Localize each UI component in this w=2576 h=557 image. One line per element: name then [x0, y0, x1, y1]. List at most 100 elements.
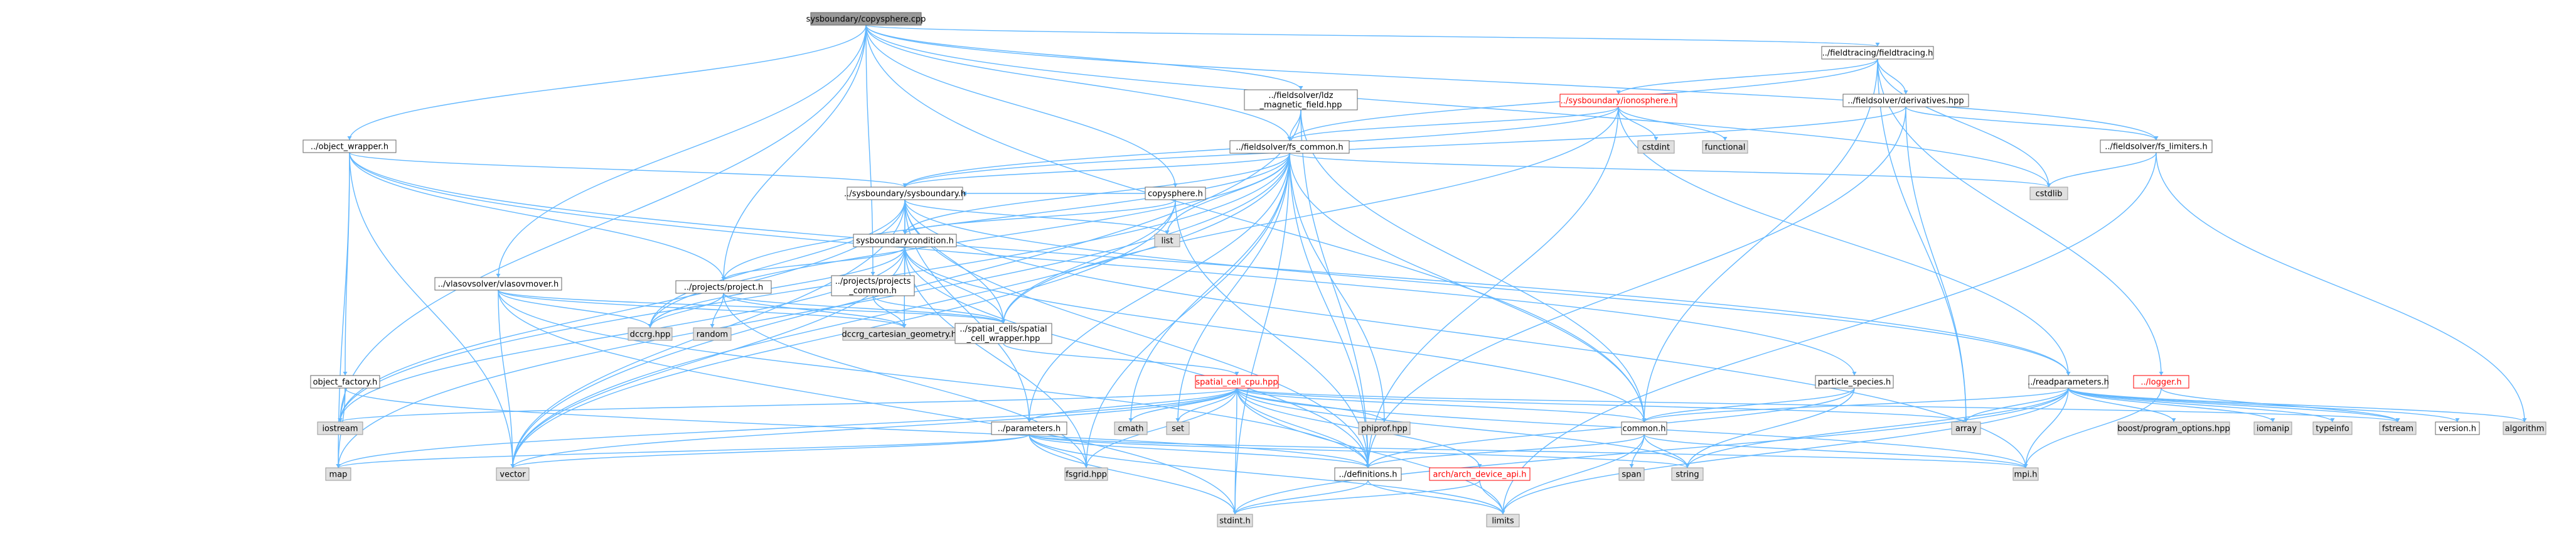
node-label: fsgrid.hpp — [1066, 470, 1107, 480]
edge-parameters-to-vector — [512, 434, 1030, 468]
node-box — [1114, 421, 1148, 435]
node-version[interactable]: version.h — [2435, 421, 2480, 435]
edge-common-to-limits — [1502, 434, 1645, 515]
node-dccrg_cart: dccrg_cartesian_geometry.hpp — [842, 327, 967, 341]
node-label: copysphere.h — [1148, 190, 1203, 199]
arrowhead-object_wrapper-to-particle_species — [1852, 372, 1857, 376]
node-common[interactable]: common.h — [1621, 421, 1667, 435]
node-label: random — [697, 330, 728, 340]
node-box — [1821, 46, 1934, 60]
node-label: stdint.h — [1219, 517, 1250, 526]
node-label: cmath — [1118, 425, 1143, 434]
node-box — [1702, 140, 1748, 154]
edge-derivatives-to-fs_limiters — [1905, 106, 2157, 141]
node-label: _common.h — [848, 286, 897, 296]
arrowhead-arch_device-to-stdint — [1232, 511, 1237, 514]
node-sysboundary[interactable]: ../sysboundary/sysboundary.h — [844, 187, 966, 200]
edge-spatial_cell_cpu-to-array — [1236, 387, 1967, 423]
edge-sysboundarycondition-to-dccrg — [649, 246, 906, 328]
node-label: vector — [500, 470, 526, 480]
edge-fieldtracing-to-array — [1877, 58, 1967, 423]
edge-spatial_cell_cpu-to-stdint — [1234, 387, 1237, 515]
arrowhead-fieldtracing-to-logger — [2159, 372, 2164, 376]
edge-ldz-to-definitions — [1300, 109, 1369, 468]
node-fs_common[interactable]: ../fieldsolver/fs_common.h — [1229, 140, 1350, 154]
node-projects_common[interactable]: ../projects/projects_common.h — [831, 275, 915, 296]
node-sysboundarycondition[interactable]: sysboundarycondition.h — [853, 234, 957, 247]
edge-root-to-ldz — [865, 24, 1301, 90]
node-box — [317, 421, 363, 435]
node-box — [2435, 421, 2480, 435]
node-label: typeinfo — [2316, 425, 2349, 434]
arrowhead-ionosphere-to-functional — [1723, 137, 1728, 141]
arrowhead-root-to-vlasovmover — [496, 274, 501, 278]
edge-object_wrapper-to-readparameters — [349, 152, 2069, 376]
node-box — [1842, 94, 1969, 107]
edge-common-to-string — [1643, 434, 1688, 468]
edge-fs_limiters-to-algorithm — [2156, 152, 2525, 423]
node-fieldtracing[interactable]: ../fieldtracing/fieldtracing.h — [1821, 46, 1934, 60]
edge-root-to-iostream — [339, 24, 867, 423]
edge-vlasovmover-to-vector — [498, 289, 513, 468]
node-box — [1244, 89, 1358, 111]
edge-sysboundary-to-definitions — [904, 199, 1369, 468]
node-object_wrapper[interactable]: ../object_wrapper.h — [302, 139, 397, 153]
node-project[interactable]: ../projects/project.h — [675, 280, 772, 294]
node-algorithm: algorithm — [2503, 421, 2547, 435]
edge-common-to-definitions — [1367, 434, 1645, 468]
node-box — [1334, 467, 1402, 481]
arrowhead-parameters-to-fsgrid — [1084, 464, 1089, 468]
edge-fs_common-to-common — [1289, 153, 1645, 423]
node-ldz[interactable]: ../fieldsolver/ldz_magnetic_field.hpp — [1244, 89, 1358, 111]
arrowhead-spatial_wrapper-to-spatial_cell_cpu — [1234, 372, 1239, 376]
edge-ionosphere-to-functional — [1618, 106, 1726, 141]
node-box — [1559, 94, 1677, 107]
edge-root-to-fs_limiters — [865, 24, 2157, 141]
node-label: _magnetic_field.hpp — [1259, 100, 1342, 110]
edge-ionosphere-to-readparameters — [1618, 106, 2069, 376]
edge-spatial_cell_cpu-to-fstream — [1236, 387, 2398, 423]
edge-project-to-random — [712, 293, 724, 328]
edge-spatial_cell_cpu-to-cmath — [1130, 387, 1237, 423]
edge-sysboundarycondition-to-fsgrid — [904, 246, 1087, 468]
edge-readparameters-to-limits — [1502, 387, 2069, 515]
arrowhead-arch_device-to-limits — [1500, 511, 1505, 514]
node-fstream: fstream — [2379, 421, 2417, 435]
node-box — [1145, 187, 1206, 200]
node-box — [847, 187, 963, 200]
node-derivatives[interactable]: ../fieldsolver/derivatives.hpp — [1842, 94, 1969, 107]
edge-fs_common-to-definitions — [1289, 153, 1369, 468]
node-box — [831, 275, 915, 296]
node-spatial_wrapper[interactable]: ../spatial_cells/spatial_cell_wrapper.hp… — [954, 323, 1052, 344]
node-label: set — [1172, 425, 1184, 434]
node-particle_species[interactable]: particle_species.h — [1815, 375, 1894, 389]
edge-root-to-project — [723, 24, 867, 281]
arrowhead-parameters-to-map — [336, 464, 341, 468]
arrowhead-fs_limiters-to-cstdlib — [2046, 183, 2051, 187]
arrowhead-derivatives-to-fs_limiters — [2154, 136, 2159, 140]
node-readparameters[interactable]: ../readparameters.h — [2028, 375, 2109, 389]
node-box — [1217, 514, 1253, 527]
node-fs_limiters[interactable]: ../fieldsolver/fs_limiters.h — [2100, 139, 2213, 153]
node-root[interactable]: sysboundary/copysphere.cpp — [806, 12, 926, 26]
edge-object_wrapper-to-vector — [349, 152, 513, 468]
node-iostream: iostream — [317, 421, 363, 435]
node-copysphere[interactable]: copysphere.h — [1145, 187, 1206, 200]
edge-root-to-vlasovmover — [498, 24, 867, 278]
node-vlasovmover[interactable]: ../vlasovsolver/vlasovmover.h — [434, 277, 562, 291]
edge-project-to-dccrg_cart — [723, 293, 905, 328]
node-label: cstdlib — [2036, 190, 2063, 199]
node-box — [2253, 421, 2292, 435]
node-label: version.h — [2439, 425, 2476, 434]
node-label: object_factory.h — [313, 378, 378, 387]
node-label: list — [1161, 237, 1173, 246]
edge-object_wrapper-to-project — [349, 152, 724, 281]
node-parameters[interactable]: ../parameters.h — [991, 421, 1067, 435]
edge-parameters-to-limits — [1029, 434, 1504, 515]
node-definitions[interactable]: ../definitions.h — [1334, 467, 1402, 481]
node-object_factory[interactable]: object_factory.h — [310, 375, 380, 389]
edge-definitions-to-limits — [1367, 480, 1504, 515]
arrowhead-root-to-object_wrapper — [347, 136, 352, 140]
node-label: _cell_wrapper.hpp — [966, 334, 1040, 343]
edge-fs_common-to-cmath — [1130, 153, 1290, 423]
